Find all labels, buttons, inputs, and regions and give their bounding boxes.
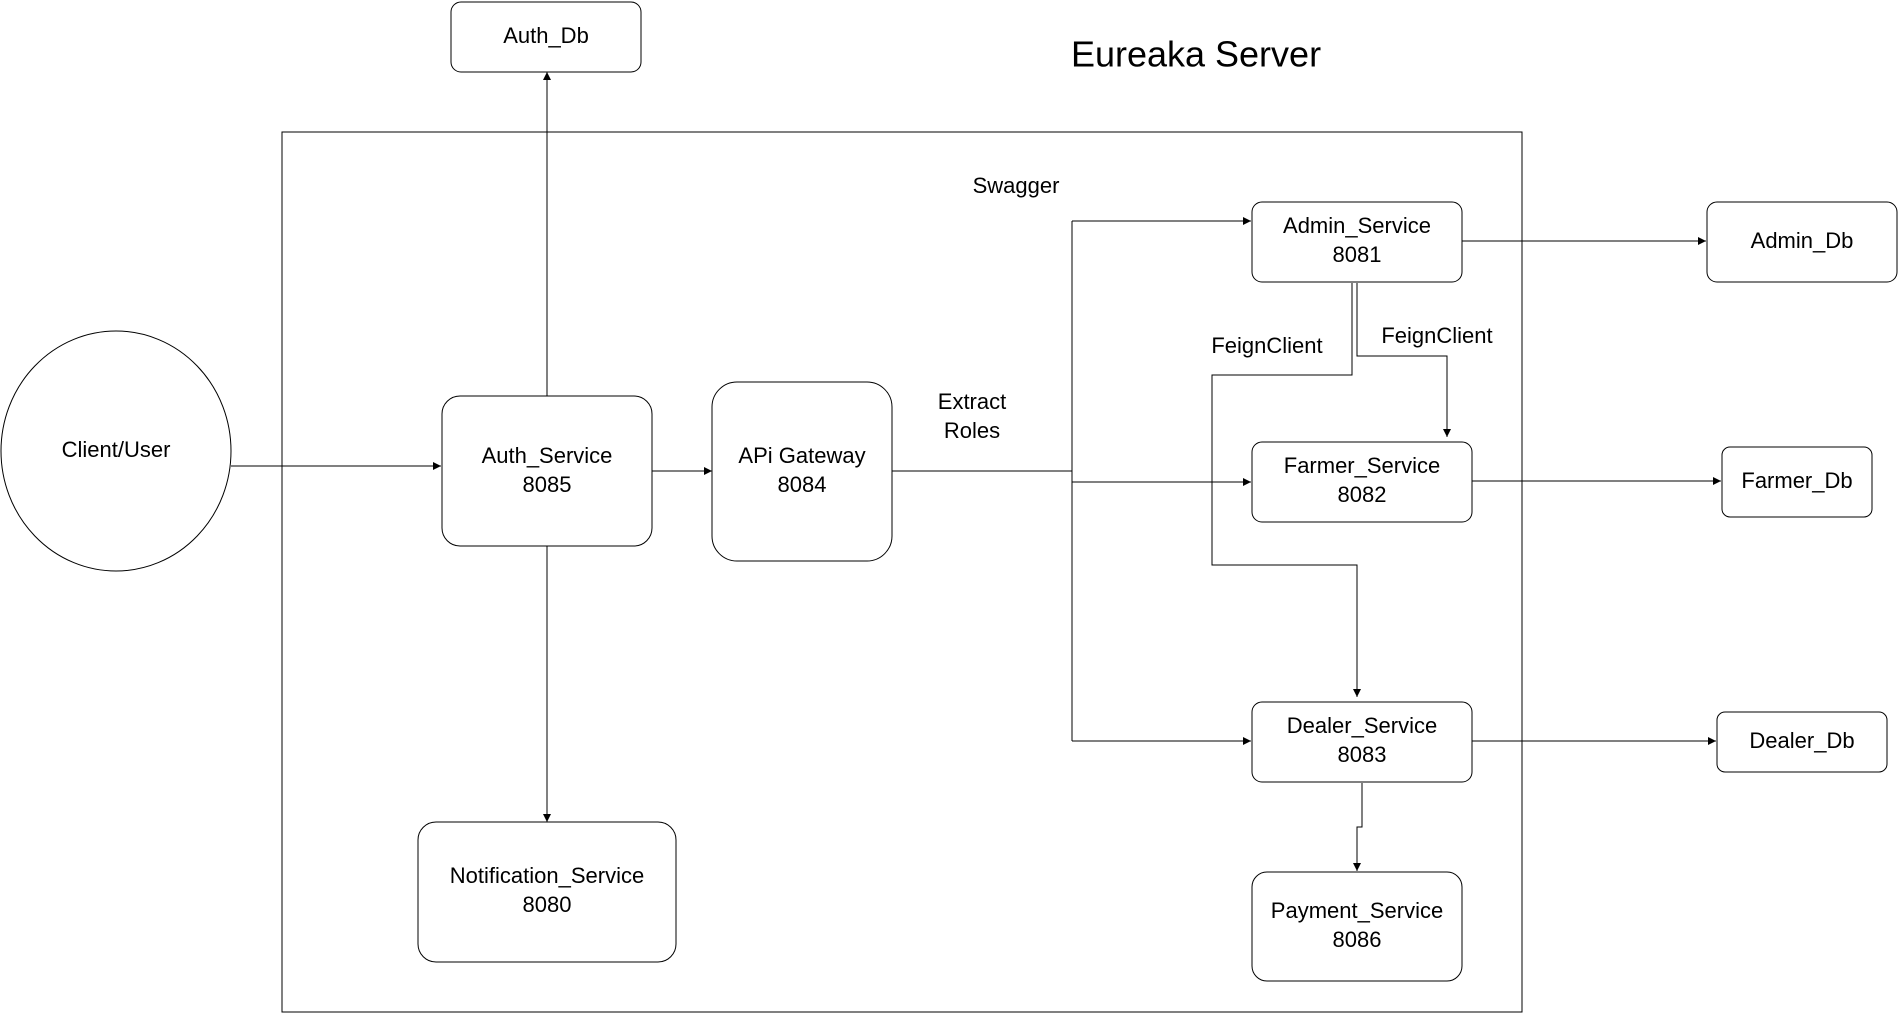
extract-roles-label-line2: Roles [944,418,1000,443]
payment-service-name: Payment_Service [1271,898,1443,923]
connector-dealer-service-to-payment-service [1353,783,1363,871]
api-gateway-port: 8084 [778,472,827,497]
admin-service-name: Admin_Service [1283,213,1431,238]
api-gateway-name: APi Gateway [738,443,865,468]
extract-roles-label-line1: Extract [938,389,1006,414]
notification-service-name: Notification_Service [450,863,644,888]
dealer-service-port: 8083 [1338,742,1387,767]
auth-db-label: Auth_Db [503,23,589,48]
client-user-label: Client/User [62,437,171,462]
farmer-db-label: Farmer_Db [1741,468,1852,493]
connector-admin-to-dealer-feign [1211,283,1361,697]
auth-service-port: 8085 [523,472,572,497]
node-admin-service: Admin_Service 8081 [1251,201,1463,283]
farmer-service-port: 8082 [1338,482,1387,507]
swagger-label: Swagger [973,173,1060,198]
node-farmer-service: Farmer_Service 8082 [1251,441,1473,523]
node-admin-db: Admin_Db [1706,201,1898,283]
node-payment-service: Payment_Service 8086 [1251,871,1463,982]
dealer-service-name: Dealer_Service [1287,713,1437,738]
admin-service-port: 8081 [1333,242,1382,267]
farmer-service-name: Farmer_Service [1284,453,1440,478]
node-dealer-db: Dealer_Db [1716,711,1888,773]
connector-admin-to-farmer-feign [1356,283,1451,437]
auth-service-name: Auth_Service [482,443,613,468]
feignclient-label-left: FeignClient [1211,333,1322,358]
diagram-title: Eureaka Server [1071,34,1321,75]
node-auth-service: Auth_Service 8085 [441,395,653,547]
node-client-user: Client/User [0,330,232,572]
node-dealer-service: Dealer_Service 8083 [1251,701,1473,783]
node-farmer-db: Farmer_Db [1721,446,1873,518]
admin-db-label: Admin_Db [1751,228,1854,253]
node-notification-service: Notification_Service 8080 [417,821,677,963]
node-auth-db: Auth_Db [450,1,642,73]
node-api-gateway: APi Gateway 8084 [711,381,893,562]
dealer-db-label: Dealer_Db [1749,728,1854,753]
payment-service-port: 8086 [1333,927,1382,952]
notification-service-port: 8080 [523,892,572,917]
feignclient-label-right: FeignClient [1381,323,1492,348]
